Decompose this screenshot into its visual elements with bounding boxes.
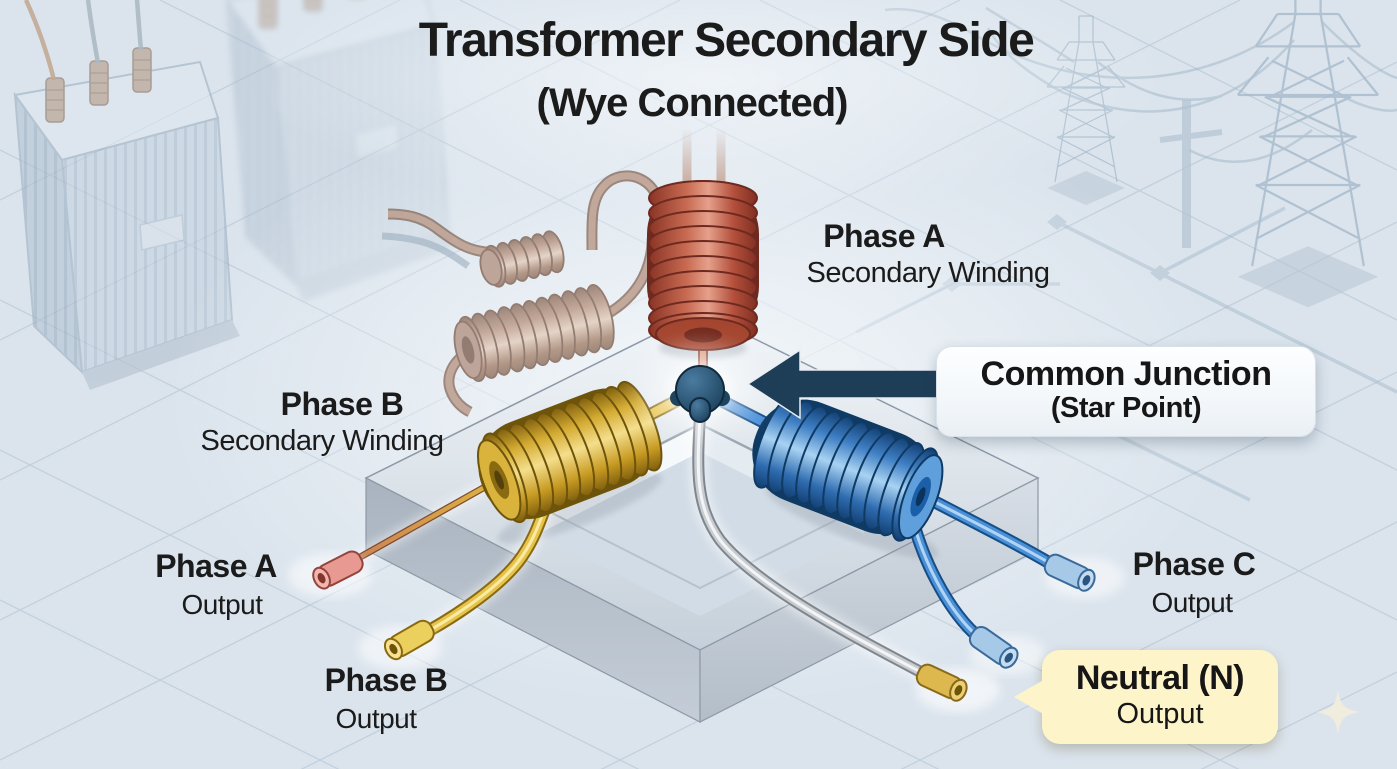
phase-b-winding-label: Phase B [280, 386, 404, 422]
tan-coil-small [479, 230, 565, 288]
phase-a-output-terminal [312, 550, 364, 590]
common-junction-subtitle: (Star Point) [1050, 392, 1202, 425]
sparkle-icon [1316, 690, 1360, 734]
neutral-output-label: Neutral (N) [1075, 659, 1245, 697]
phase-c-output-terminal [1043, 553, 1096, 592]
utility-pole [1182, 100, 1191, 248]
phase-a-output-sublabel: Output [181, 589, 263, 620]
phase-a-winding-label: Phase A [823, 218, 945, 254]
neutral-wire [689, 409, 938, 686]
neutral-output-callout: Neutral (N) Output [1014, 650, 1278, 745]
tan-coil-large [453, 283, 615, 383]
phase-a-winding-sublabel: Secondary Winding [806, 257, 1050, 289]
neutral-output-sublabel: Output [1116, 698, 1204, 731]
common-junction-callout: Common Junction (Star Point) [936, 346, 1316, 438]
phase-c-output-label: Phase C [1132, 546, 1256, 582]
phase-b-winding-coil [476, 380, 663, 524]
phase-b-output-label: Phase B [324, 662, 448, 698]
phase-c-winding-coil [752, 394, 944, 542]
phase-c-lower-terminal [968, 625, 1019, 669]
phase-a-output-label: Phase A [155, 548, 277, 584]
common-junction-title: Common Junction [980, 355, 1272, 393]
junction-node [628, 334, 772, 446]
phase-c-output-sublabel: Output [1151, 587, 1233, 618]
title-glow [250, 0, 1170, 210]
phase-b-output-terminal [383, 619, 435, 661]
background-primary-coils [381, 170, 666, 417]
page-subtitle: (Wye Connected) [536, 81, 849, 125]
background-transformer-front [14, 0, 241, 391]
phase-b-winding-group [288, 380, 689, 670]
transformer-lead-wires [23, 0, 144, 81]
phase-b-output-sublabel: Output [335, 703, 417, 734]
phase-b-winding-sublabel: Secondary Winding [200, 425, 444, 457]
neutral-output-terminal [915, 663, 968, 702]
page-title: Transformer Secondary Side [418, 14, 1035, 67]
